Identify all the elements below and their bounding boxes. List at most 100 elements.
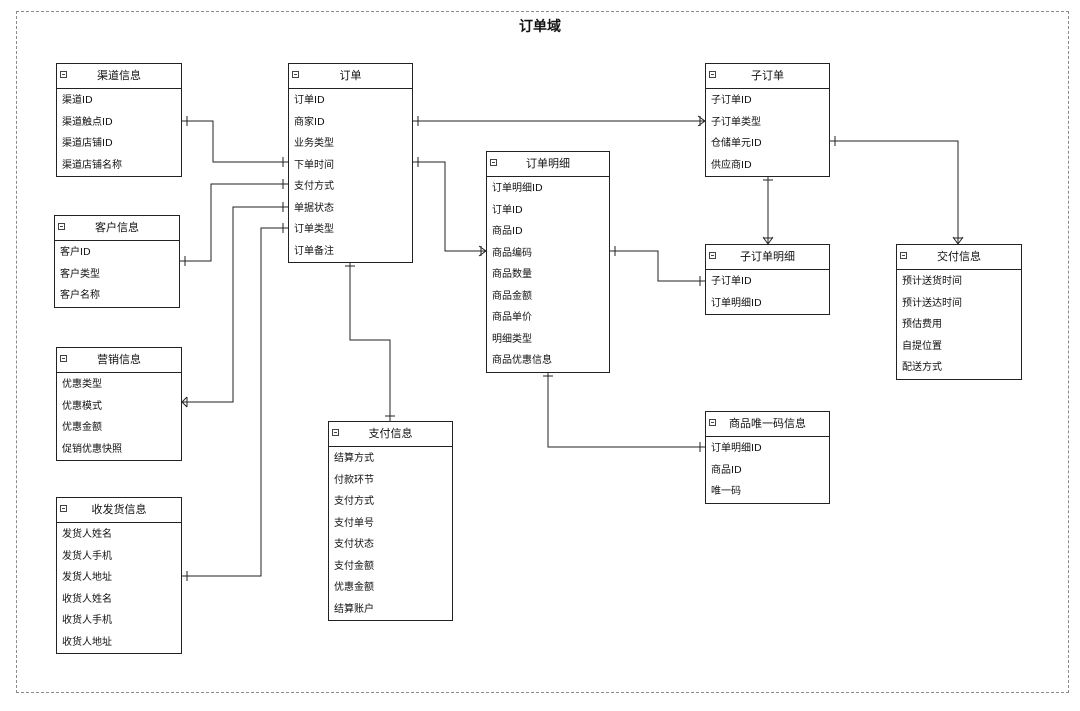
entity-field: 渠道店铺名称: [62, 159, 122, 171]
rel-order-payment: [345, 261, 395, 421]
entity-field: 预计送达时间: [902, 297, 962, 309]
entity-field: 商品单价: [492, 312, 532, 323]
entity-field: 供应商ID: [711, 159, 752, 171]
collapse-icon[interactable]: [332, 429, 339, 436]
entity-field: 支付方式: [294, 181, 334, 192]
entity-field: 支付方式: [334, 496, 374, 507]
entity-field: 商品编码: [492, 247, 532, 259]
entity-field: 优惠类型: [62, 379, 102, 390]
entity-field: 付款环节: [334, 474, 374, 486]
entity-field: 渠道店铺ID: [62, 138, 113, 149]
entity-header: 营销信息: [57, 348, 181, 373]
entity-header: 支付信息: [329, 422, 452, 447]
entity-field: 商品ID: [711, 464, 742, 476]
rel-order-suborder: [413, 115, 706, 127]
collapse-icon[interactable]: [900, 252, 907, 259]
entity-field: 支付状态: [334, 539, 374, 550]
entity-name: 子订单明细: [740, 250, 795, 263]
entity-field: 商家ID: [294, 116, 325, 128]
entity-field: 发货人姓名: [62, 529, 112, 540]
entity-field: 子订单ID: [711, 95, 752, 106]
entity-name: 子订单: [751, 69, 784, 82]
entity-field: 收货人手机: [62, 615, 112, 626]
entity-field: 预计送货时间: [902, 276, 962, 287]
entity-field: 促销优惠快照: [62, 443, 122, 455]
collapse-icon[interactable]: [60, 355, 67, 362]
entity-header: 交付信息: [897, 245, 1021, 270]
entity-field: 明细类型: [492, 333, 532, 345]
entity-name: 订单明细: [526, 157, 570, 170]
entity-suborder[interactable]: 子订单子订单ID 子订单类型仓储单元ID 供应商ID: [705, 63, 830, 177]
entity-field: 商品数量: [492, 269, 532, 280]
collapse-icon[interactable]: [292, 71, 299, 78]
entity-header: 收发货信息: [57, 498, 181, 523]
entity-field: 子订单类型: [711, 116, 761, 128]
entity-header: 子订单: [706, 64, 829, 89]
entity-field: 订单备注: [294, 245, 334, 257]
entity-field: 预估费用: [902, 319, 942, 330]
entity-marketing[interactable]: 营销信息优惠类型优惠模式优惠金额促销优惠快照: [56, 347, 182, 461]
entity-field: 收货人地址: [62, 636, 112, 648]
entity-field: 发货人地址: [62, 572, 112, 583]
entity-field: 渠道触点ID: [62, 116, 113, 128]
collapse-icon[interactable]: [709, 252, 716, 259]
entity-field: 订单明细ID: [711, 443, 762, 454]
entity-field: 订单类型: [294, 224, 334, 235]
rel-shipping-order: [182, 223, 288, 581]
entity-field: 订单ID: [294, 95, 325, 106]
rel-suborder-delivery: [830, 136, 964, 245]
collapse-icon[interactable]: [709, 71, 716, 78]
entity-delivery[interactable]: 交付信息预计送货时间预计送达时间预估费用自提位置配送方式: [896, 244, 1022, 380]
entity-name: 商品唯一码信息: [729, 417, 806, 430]
entity-header: 子订单明细: [706, 245, 829, 270]
entity-header: 客户信息: [55, 216, 179, 241]
entity-field: 商品ID: [492, 226, 523, 237]
entity-name: 客户信息: [95, 221, 139, 234]
entity-field: 支付金额: [334, 560, 374, 572]
collapse-icon[interactable]: [58, 223, 65, 230]
collapse-icon[interactable]: [709, 419, 716, 426]
entity-field: 订单明细ID: [711, 297, 762, 309]
entity-header: 渠道信息: [57, 64, 181, 89]
entity-field: 单据状态: [294, 202, 334, 214]
diagram-title: 订单域: [519, 19, 561, 35]
entity-field: 配送方式: [902, 362, 942, 373]
collapse-icon[interactable]: [60, 71, 67, 78]
entity-shipping[interactable]: 收发货信息发货人姓名发货人手机发货人地址收货人姓名收货人手机收货人地址: [56, 497, 182, 654]
rel-customer-order: [180, 179, 288, 266]
entity-field: 收货人姓名: [62, 593, 112, 605]
entity-channel[interactable]: 渠道信息渠道ID 渠道触点ID 渠道店铺ID 渠道店铺名称: [56, 63, 182, 177]
collapse-icon[interactable]: [490, 159, 497, 166]
rel-orderdetail-skucode: [543, 371, 705, 452]
entity-field: 商品优惠信息: [492, 355, 552, 366]
rel-channel-order: [182, 116, 288, 167]
entity-field: 发货人手机: [62, 550, 112, 562]
entity-name: 支付信息: [368, 427, 413, 440]
entity-field: 业务类型: [294, 138, 334, 149]
entity-field: 客户类型: [60, 268, 100, 280]
entity-field: 客户ID: [60, 247, 91, 258]
entity-header: 订单: [289, 64, 412, 89]
entity-field: 结算方式: [334, 453, 374, 464]
rel-order-orderdetail: [413, 157, 487, 257]
entity-suborderdetail[interactable]: 子订单明细子订单ID 订单明细ID: [705, 244, 830, 315]
entity-field: 仓储单元ID: [711, 138, 762, 149]
rel-marketing-order: [181, 202, 288, 408]
rel-orderdetail-suborderdetail: [610, 246, 705, 286]
domain-boundary: [16, 11, 1069, 693]
entity-field: 优惠金额: [62, 422, 102, 433]
collapse-icon[interactable]: [60, 505, 67, 512]
entity-field: 订单ID: [492, 204, 523, 216]
entity-field: 渠道ID: [62, 95, 93, 106]
entity-field: 子订单ID: [711, 276, 752, 287]
entity-field: 优惠模式: [62, 400, 102, 412]
rel-suborder-suborderdetail: [762, 175, 774, 245]
entity-header: 商品唯一码信息: [706, 412, 829, 437]
entity-payment[interactable]: 支付信息结算方式付款环节支付方式支付单号支付状态支付金额优惠金额结算账户: [328, 421, 453, 621]
entity-field: 支付单号: [334, 517, 374, 529]
